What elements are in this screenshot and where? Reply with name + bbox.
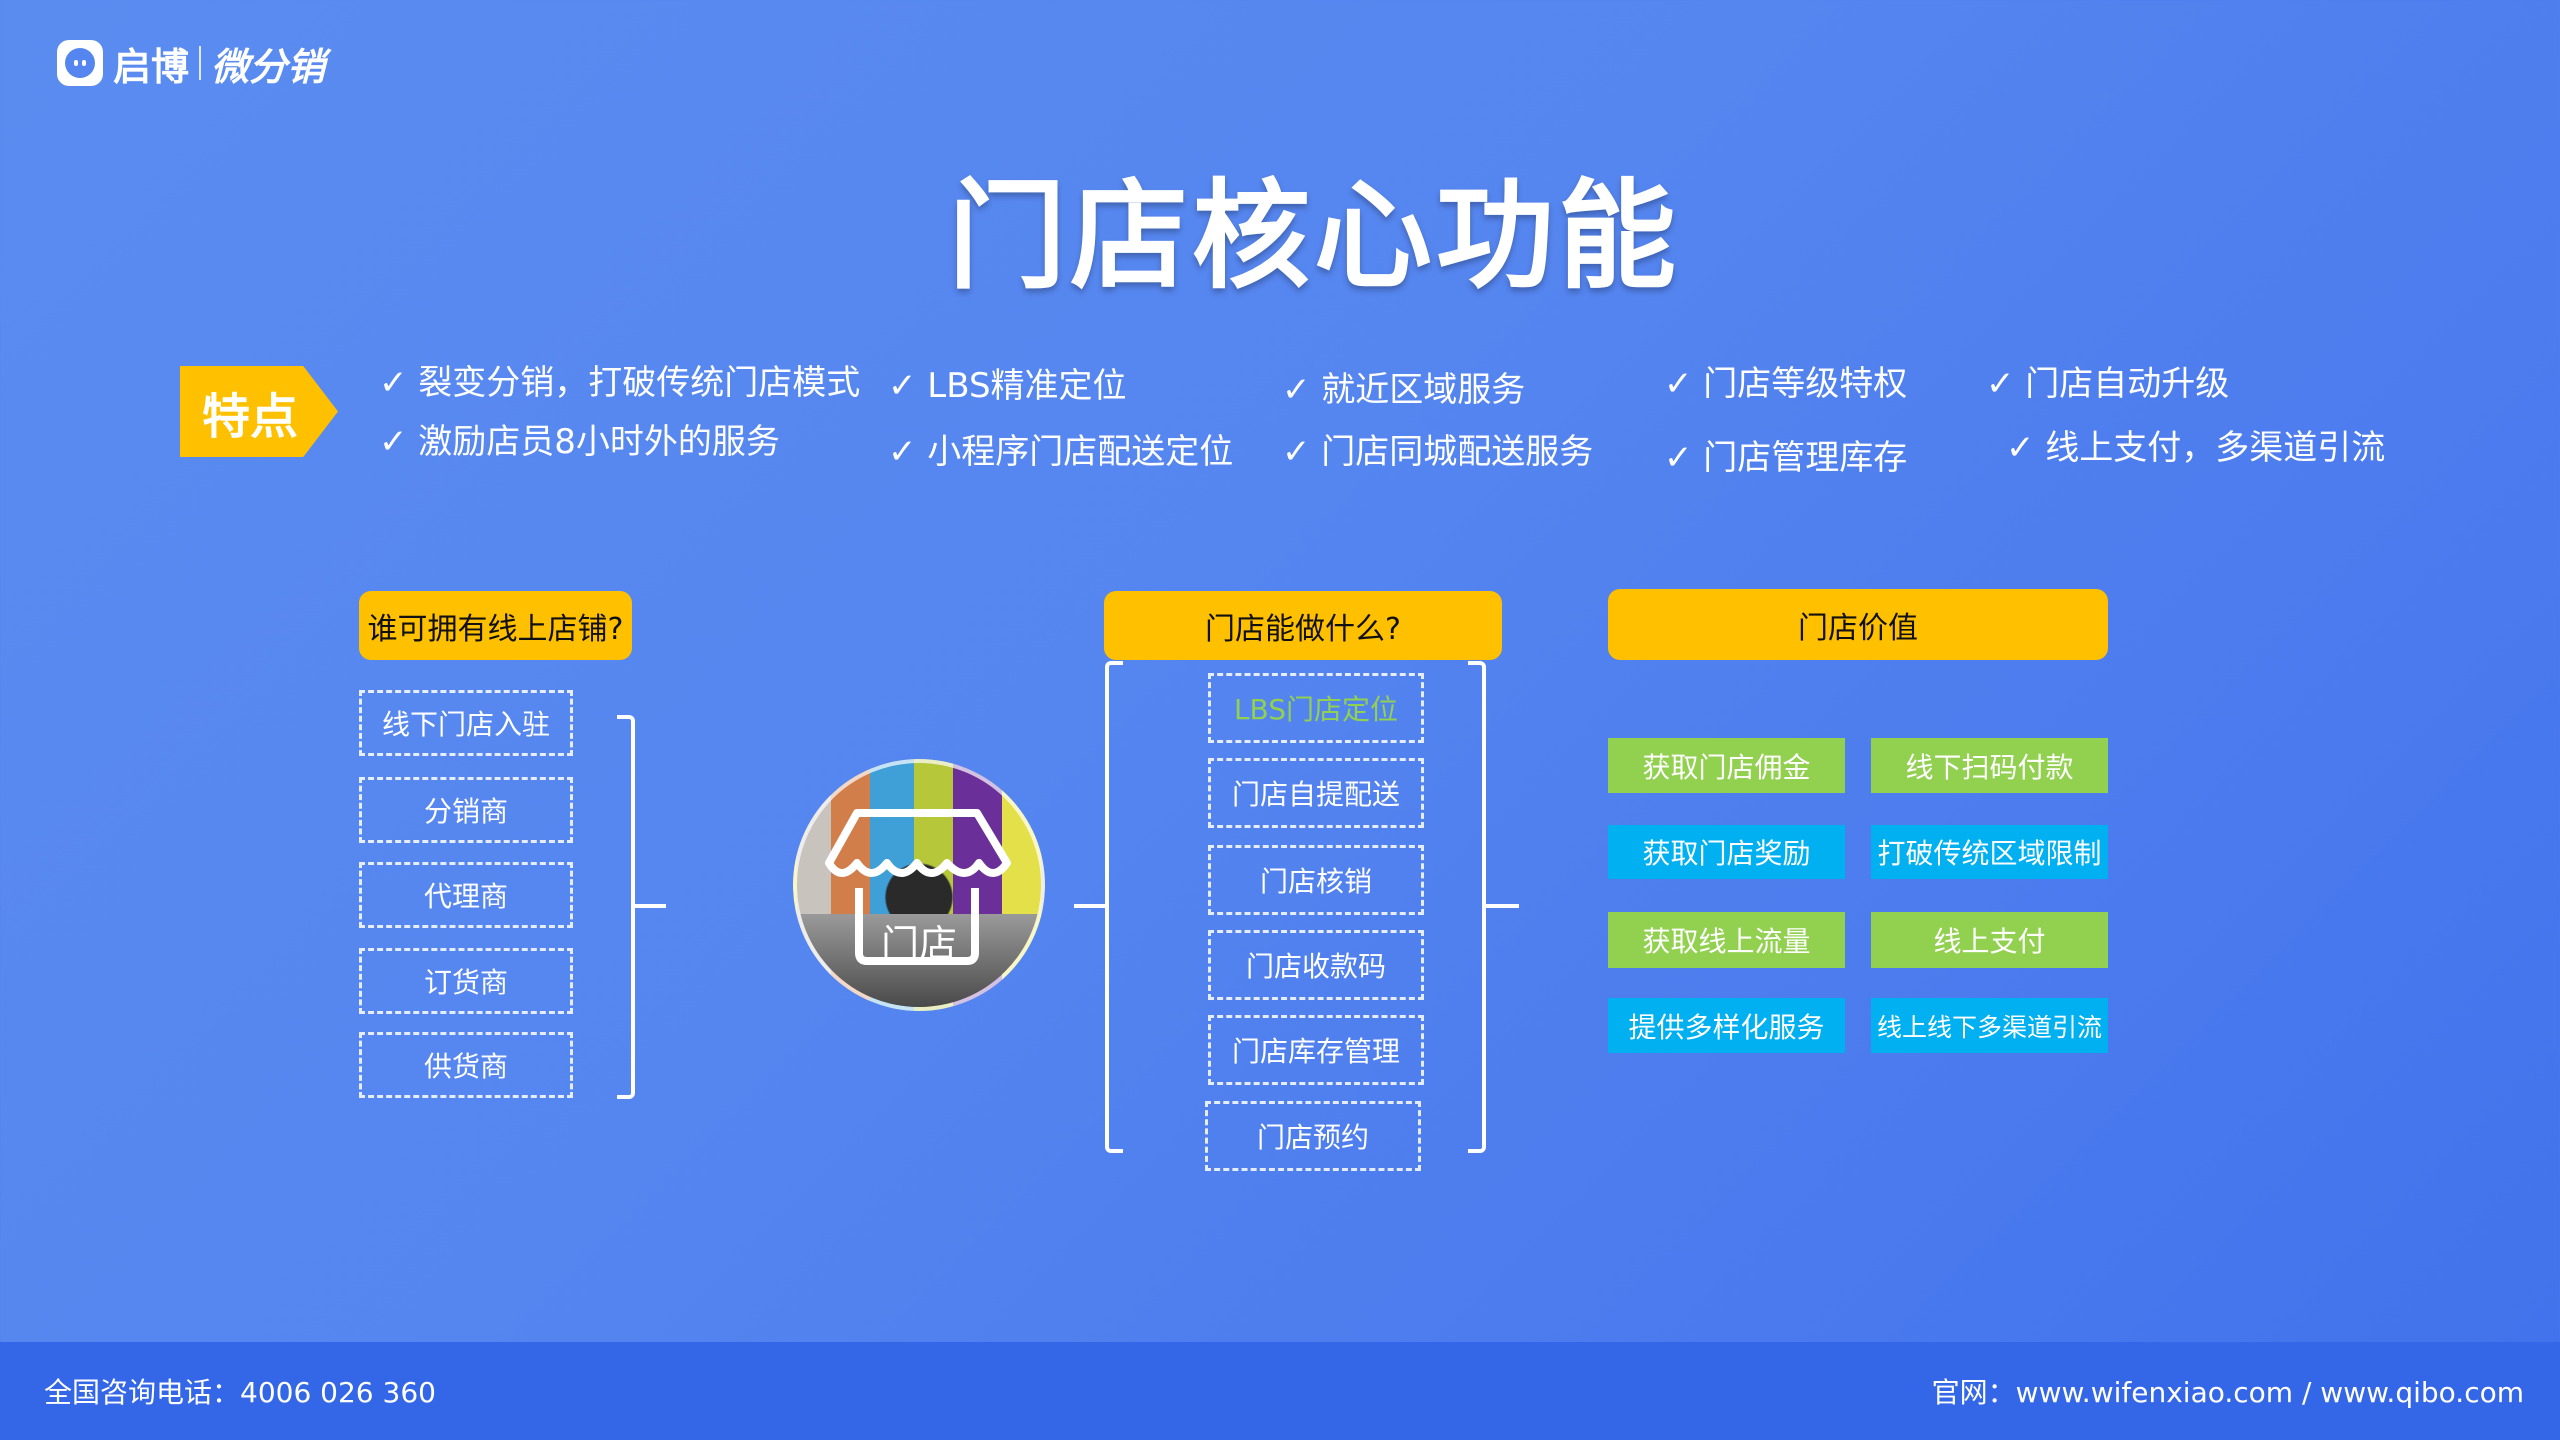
can-do-header: 门店能做什么? <box>1104 591 1502 660</box>
value-item: 获取线上流量 <box>1608 912 1845 968</box>
footer-phone: 全国咨询电话：4006 026 360 <box>44 1376 436 1409</box>
who-item: 代理商 <box>359 862 573 928</box>
feature-item: ✓ 激励店员8小时外的服务 <box>379 422 780 462</box>
who-item: 供货商 <box>359 1032 573 1098</box>
value-header: 门店价值 <box>1608 589 2108 660</box>
value-item: 获取门店奖励 <box>1608 825 1845 879</box>
store-label: 门店 <box>880 922 957 966</box>
footer-website[interactable]: 官网：www.wifenxiao.com / www.qibo.com <box>1931 1376 2524 1409</box>
connector-line <box>1486 904 1519 908</box>
who-item: 线下门店入驻 <box>359 690 573 756</box>
can-do-bracket-left <box>1105 661 1123 1153</box>
store-icon <box>825 809 1011 965</box>
can-do-item: 门店库存管理 <box>1208 1015 1424 1085</box>
value-item: 打破传统区域限制 <box>1871 825 2108 879</box>
features-badge: 特点 <box>180 366 338 457</box>
can-do-item: 门店自提配送 <box>1208 758 1424 828</box>
value-item: 线上支付 <box>1871 912 2108 968</box>
feature-item: ✓ 门店等级特权 <box>1664 364 1908 404</box>
store-image: 门店 <box>793 759 1045 1011</box>
value-item: 线上线下多渠道引流 <box>1871 998 2108 1053</box>
logo-divider <box>199 46 202 80</box>
who-bracket <box>617 715 635 1099</box>
who-item: 订货商 <box>359 948 573 1014</box>
feature-item: ✓ 门店管理库存 <box>1664 438 1908 478</box>
value-item: 获取门店佣金 <box>1608 738 1845 793</box>
connector-line <box>1074 904 1107 908</box>
feature-item: ✓ 门店自动升级 <box>1986 364 2230 404</box>
logo: 启博 微分销 <box>57 40 325 89</box>
feature-item: ✓ 线上支付，多渠道引流 <box>2006 428 2386 468</box>
value-item: 提供多样化服务 <box>1608 998 1845 1053</box>
page-title: 门店核心功能 <box>947 167 1680 305</box>
can-do-item: 门店核销 <box>1208 845 1424 915</box>
who-item: 分销商 <box>359 777 573 843</box>
value-item: 线下扫码付款 <box>1871 738 2108 793</box>
feature-item: ✓ 就近区域服务 <box>1282 370 1526 410</box>
can-do-item: 门店收款码 <box>1208 930 1424 1000</box>
can-do-bracket-right <box>1468 661 1486 1153</box>
feature-item: ✓ 小程序门店配送定位 <box>888 432 1234 472</box>
feature-item: ✓ LBS精准定位 <box>888 366 1127 406</box>
can-do-item: 门店预约 <box>1205 1101 1421 1171</box>
feature-item: ✓ 裂变分销，打破传统门店模式 <box>379 363 861 403</box>
logo-icon <box>57 40 103 86</box>
who-header: 谁可拥有线上店铺? <box>359 591 632 660</box>
footer: 全国咨询电话：4006 026 360 官网：www.wifenxiao.com… <box>0 1342 2560 1440</box>
feature-item: ✓ 门店同城配送服务 <box>1282 432 1594 472</box>
can-do-item: LBS门店定位 <box>1208 673 1424 743</box>
logo-product: 微分销 <box>211 44 326 89</box>
logo-brand: 启博 <box>113 44 190 89</box>
connector-line <box>635 904 666 908</box>
